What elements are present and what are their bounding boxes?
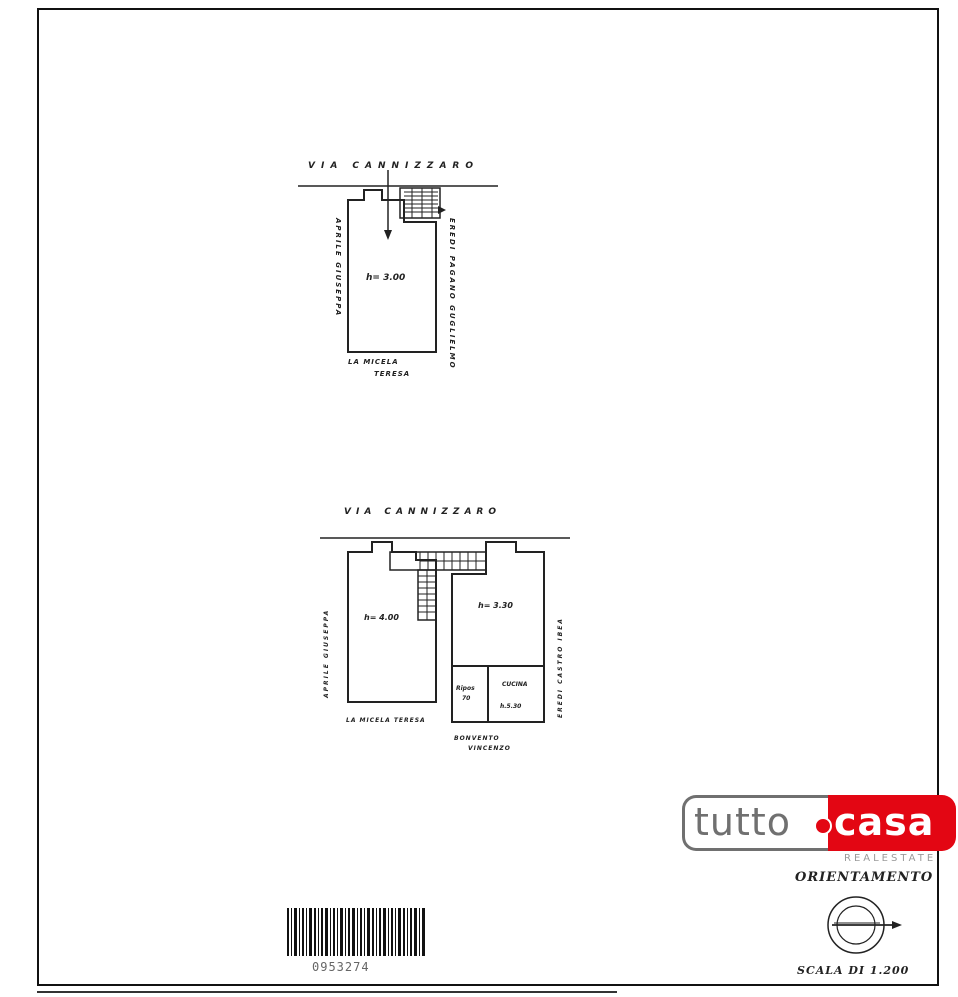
top-stair	[399, 187, 441, 219]
bottom-rule	[37, 991, 617, 993]
logo-right-text: casa	[834, 800, 935, 844]
top-east-neighbor: EREDI PAGANO GUGLIELMO	[448, 218, 456, 370]
top-south-neighbor-b: TERESA	[374, 370, 410, 378]
ripost-label: Ripos	[456, 685, 475, 692]
bottom-plan: VIA CANNIZZARO h= 4.00 h= 3.30 Ripos 70 …	[320, 507, 570, 752]
logo-dot	[814, 817, 832, 835]
top-west-neighbor: APRILE GIUSEPPA	[334, 217, 342, 317]
cucina-label: CUCINA	[502, 681, 528, 688]
logo-right-panel	[828, 795, 956, 851]
bottom-south-neighbor-b: BONVENTO	[454, 735, 500, 742]
top-south-neighbor-a: LA MICELA	[348, 358, 399, 366]
barcode-icon	[287, 908, 425, 956]
top-stair-arrowhead	[438, 206, 446, 214]
bottom-east-neighbor: EREDI CASTRO IBEA	[557, 617, 564, 718]
bottom-south-neighbor-c: VINCENZO	[468, 745, 511, 752]
top-street-label: VIA CANNIZZARO	[308, 161, 479, 171]
logo-subtitle: REALESTATE	[844, 853, 937, 864]
ripost-height: 70	[462, 695, 470, 702]
top-plan: VIA CANNIZZARO h= 3.00 APRILE GIUSEPPA E…	[298, 161, 498, 378]
logo-left-text: tutto	[694, 800, 792, 844]
bottom-south-neighbor-a: LA MICELA TERESA	[346, 717, 426, 724]
drawing-frame	[37, 8, 939, 986]
orientation-label: ORIENTAMENTO	[795, 870, 934, 885]
top-entry-arrowhead	[384, 230, 392, 240]
bottom-stair-treads	[418, 570, 436, 620]
top-building-outline	[347, 189, 437, 353]
agency-logo: tutto casa REALESTATE	[682, 795, 958, 867]
bottom-west-neighbor: APRILE GIUSEPPA	[323, 609, 330, 699]
bottom-left-unit-outline	[347, 541, 437, 703]
bottom-right-room-height: h= 3.30	[478, 601, 513, 610]
logo-left-frame	[682, 795, 832, 851]
bottom-left-room-height: h= 4.00	[364, 613, 399, 622]
scale-label: SCALA DI 1.200	[797, 964, 910, 977]
bottom-landing-treads	[419, 552, 486, 570]
barcode-number: 0953274	[312, 960, 370, 974]
top-stair-treads	[404, 188, 438, 218]
cucina-height: h.5.30	[500, 703, 521, 710]
compass-icon	[827, 896, 902, 954]
bottom-street-label: VIA CANNIZZARO	[344, 507, 501, 517]
top-room-height: h= 3.00	[366, 273, 405, 283]
